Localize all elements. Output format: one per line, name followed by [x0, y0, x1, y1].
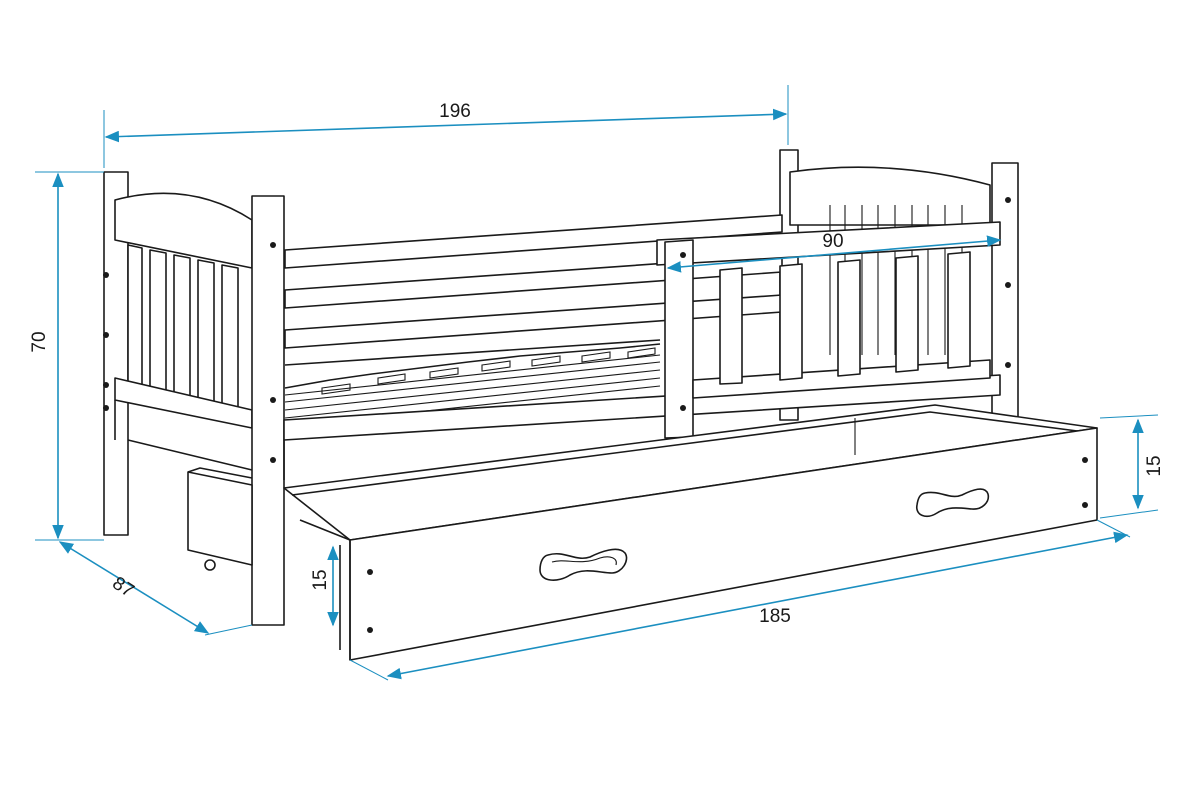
dimension-length-total: 196	[103, 85, 789, 168]
slat-base	[284, 343, 661, 427]
back-rails	[284, 214, 783, 366]
dimension-drawer-length: 185	[349, 519, 1131, 681]
dimension-length-label: 196	[439, 101, 471, 122]
dimension-drawer-height-front-label: 15	[310, 569, 331, 590]
dimension-drawer-height-side: 15	[1099, 414, 1165, 519]
dimension-height-label: 70	[29, 331, 50, 352]
drawer-handle-side	[916, 488, 990, 517]
dimension-depth-label: 87	[108, 573, 137, 602]
dimension-rail: 90	[666, 231, 1002, 273]
dimension-drawer-height-front: 15	[310, 545, 339, 627]
dimension-drawer-length-label: 185	[759, 606, 791, 627]
front-headboard	[103, 171, 285, 626]
dimension-drawer-height-side-label: 15	[1144, 455, 1165, 476]
drawer	[283, 404, 1098, 661]
dimension-rail-label: 90	[822, 231, 843, 252]
bed-illustration	[103, 149, 1098, 661]
dimension-height: 70	[29, 171, 104, 541]
left-storage-box	[187, 467, 253, 571]
